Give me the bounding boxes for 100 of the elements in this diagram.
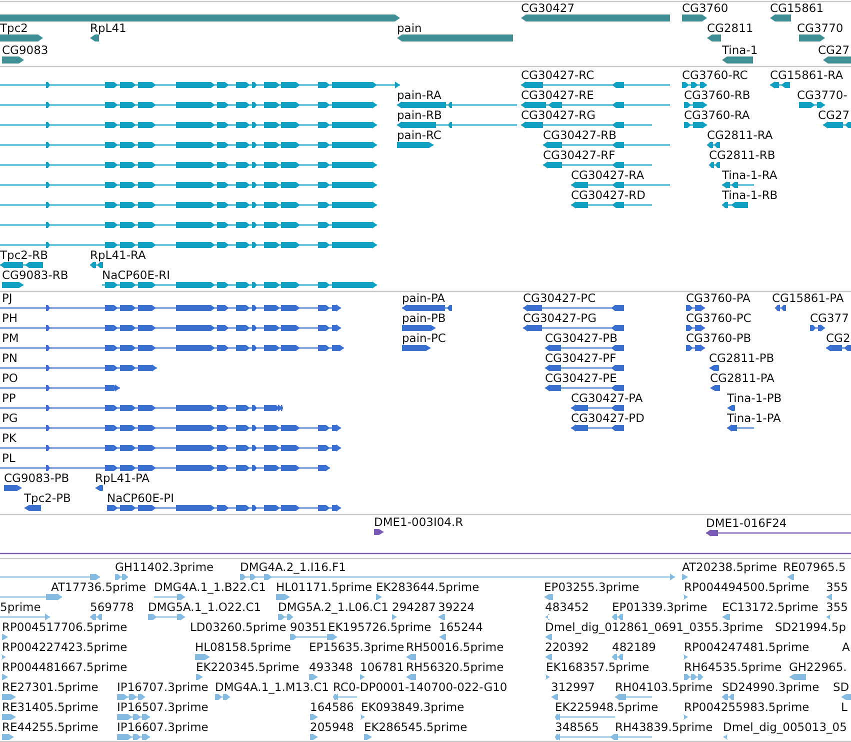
est-label: HL08158.5prime	[195, 640, 292, 654]
transcript-label: CG9083-RB	[2, 268, 68, 282]
protein-label: PG	[2, 411, 18, 425]
protein-label: PJ	[2, 291, 12, 305]
est-label: A	[842, 640, 850, 654]
transcript-label: CG3760-RB	[684, 88, 750, 102]
protein-label: pain-PC	[402, 331, 446, 345]
est-label: AT17736.5prime	[51, 580, 146, 594]
est-label: Dmel_dig_005013_05	[723, 720, 847, 734]
est-label: 164586	[310, 700, 354, 714]
transcript-label: pain-RC	[397, 128, 442, 142]
est-label: RE31405.5prime	[2, 700, 98, 714]
protein-label: CG9083-PB	[4, 471, 70, 485]
est-label: 294287	[392, 600, 436, 614]
est-label: RE27301.5prime	[2, 680, 98, 694]
est-label: RP004255983.5prime	[684, 700, 810, 714]
est-label: DMG4A.1_1.B22.C1	[154, 580, 266, 594]
est-label: RP004227423.5prime	[2, 640, 128, 654]
protein-label: pain-PA	[402, 291, 446, 305]
gene-label: pain	[397, 21, 422, 35]
protein-label: Tpc2-PB	[24, 491, 71, 505]
est-label: 569778	[90, 600, 134, 614]
transcript-label: CG2811-RB	[709, 148, 776, 162]
gene-label: RpL41	[90, 21, 126, 35]
est-label: 482189	[612, 640, 656, 654]
est-label: 220392	[545, 640, 589, 654]
est-label: 106781	[360, 660, 404, 674]
protein-label: PL	[2, 451, 16, 465]
est-label: EK286545.5prime	[364, 720, 468, 734]
est-label: RH50016.5prime	[406, 640, 504, 654]
gene-label: CG2811	[707, 21, 754, 35]
protein-label: CG2811-PB	[709, 351, 774, 365]
transcript-label: RpL41-RA	[90, 248, 146, 262]
est-label: IP16607.3prime	[117, 720, 208, 734]
est-label: RE07965.5	[783, 560, 846, 574]
gene-label: Tina-1	[722, 43, 758, 57]
protein-label: CG30427-PD	[571, 411, 644, 425]
est-label: IP16507.3prime	[117, 700, 208, 714]
est-label: SD24990.3prime	[722, 680, 820, 694]
transcript-label: CG3760-RC	[682, 68, 748, 82]
gene-label: CG30427	[521, 1, 575, 15]
protein-label: CG377	[810, 311, 849, 325]
protein-label: CG3760-PB	[686, 331, 752, 345]
est-label: HL01171.5prime	[276, 580, 372, 594]
protein-label: CG30427-PC	[523, 291, 596, 305]
est-label: RP004494500.5prime	[684, 580, 810, 594]
transcript-label: pain-RA	[397, 88, 442, 102]
est-label: RE44255.5prime	[2, 720, 98, 734]
transcript-label: CG3770-	[797, 88, 848, 102]
est-label: 355	[826, 600, 848, 614]
clone-label: DME1-003I04.R	[374, 515, 464, 529]
est-label: RH64535.5prime	[684, 660, 782, 674]
protein-label: PN	[2, 351, 18, 365]
est-label: AT20238.5prime	[682, 560, 778, 574]
est-label: EP01339.3prime	[612, 600, 708, 614]
transcript-label: CG30427-RB	[543, 128, 617, 142]
protein-label: PH	[2, 311, 18, 325]
protein-label: PK	[2, 431, 16, 445]
protein-label: pain-PB	[402, 311, 446, 325]
est-label: RP004481667.5prime	[2, 660, 128, 674]
transcript-label: NaCP60E-RI	[102, 268, 170, 282]
est-label: SD	[833, 680, 850, 694]
est-label: 483452	[545, 600, 589, 614]
transcript-label: Tina-1-RA	[722, 168, 778, 182]
transcript-label: CG30427-RE	[521, 88, 594, 102]
est-label: DMG5A.1_1.O22.C1	[148, 600, 262, 614]
protein-label: CG2811-PA	[710, 371, 774, 385]
transcript-label: CG2811-RA	[707, 128, 773, 142]
est-label: EP15635.3prime	[309, 640, 404, 654]
protein-label: CG2	[826, 331, 850, 345]
gene-label: CG3760	[682, 1, 728, 15]
est-label: SD21994.5p	[775, 620, 846, 634]
est-label: Dmel_dig_012861_0691_0355.3prime	[545, 620, 764, 634]
est-label: RH43839.5prime	[615, 720, 713, 734]
protein-label: CG3760-PA	[686, 291, 750, 305]
est-label: IP16707.3prime	[117, 680, 208, 694]
est-label: 312997	[551, 680, 595, 694]
transcript-label: CG30427-RF	[543, 148, 616, 162]
est-label: EP03255.3prime	[544, 580, 640, 594]
est-label: GH11402.3prime	[115, 560, 214, 574]
gene-label: CG27	[818, 43, 850, 57]
transcript-label: Tpc2-RB	[0, 248, 48, 262]
est-label: LD03260.5prime	[190, 620, 286, 634]
est-label: EK168357.5prime	[546, 660, 650, 674]
protein-label: Tina-1-PA	[727, 411, 781, 425]
est-label: GH22965.	[789, 660, 847, 674]
transcript-label: CG30427-RD	[571, 188, 646, 202]
est-label: 165244	[439, 620, 483, 634]
transcript-label: CG3760-RA	[684, 108, 750, 122]
protein-label: RpL41-PA	[95, 471, 150, 485]
est-label: DMG4A.2_1.I16.F1	[240, 560, 346, 574]
protein-label: PP	[2, 391, 16, 405]
protein-label: PM	[2, 331, 19, 345]
est-label: EK093849.3prime	[361, 700, 464, 714]
est-label: 205948	[310, 720, 354, 734]
gene-label: CG15861	[770, 1, 824, 15]
est-label: 493348	[309, 660, 353, 674]
clone-label: DME1-016F24	[706, 516, 787, 530]
gene-label: CG3770	[797, 21, 844, 35]
transcript-label: CG30427-RG	[521, 108, 596, 122]
